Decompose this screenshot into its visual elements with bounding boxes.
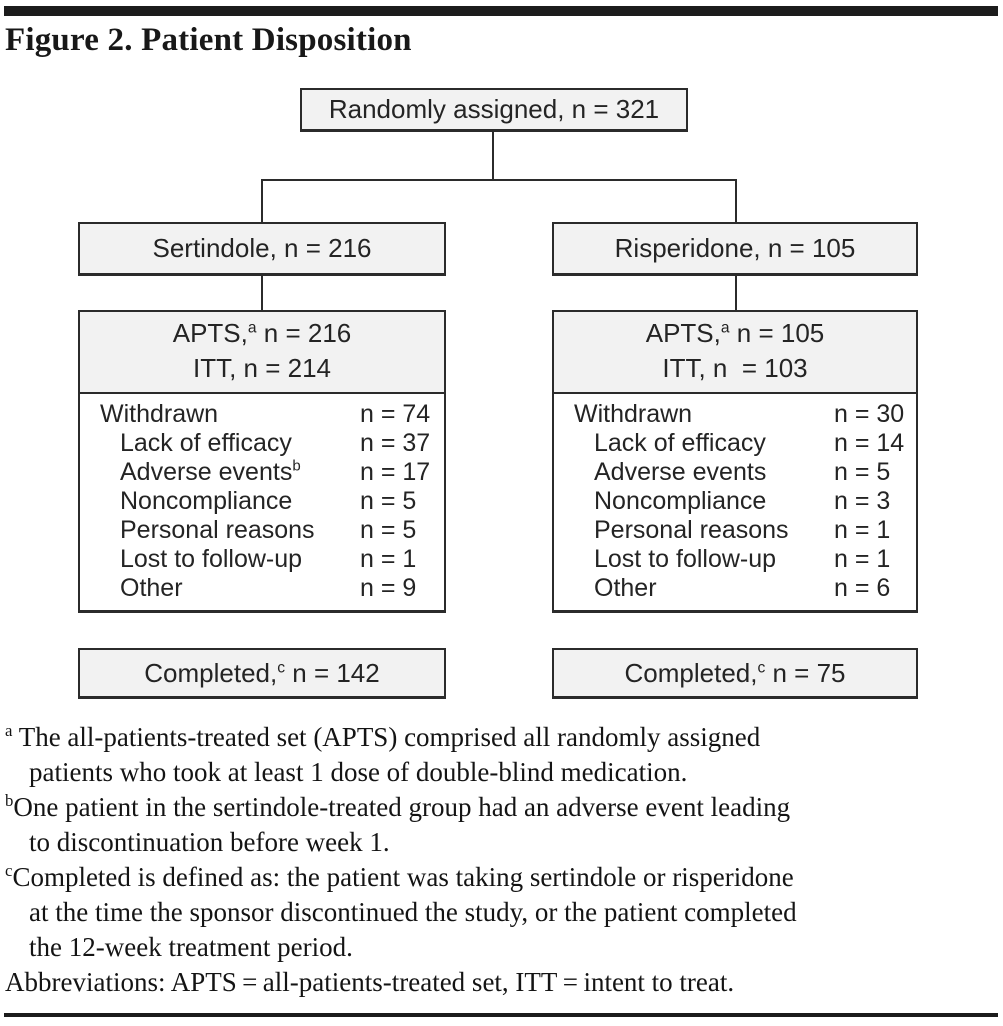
connector-branch-horizontal — [261, 179, 737, 181]
footnote-a: a The all-patients-treated set (APTS) co… — [5, 721, 761, 787]
sertindole-apts-line: APTS,a n = 216 — [172, 318, 352, 348]
top-rule — [4, 6, 998, 16]
node-completed-risperidone: Completed,c n = 75 — [552, 648, 918, 699]
node-risperidone-label: Risperidone, n = 105 — [614, 233, 856, 263]
reason-count: n = 6 — [834, 574, 891, 602]
sertindole-itt-line: ITT, n = 214 — [192, 353, 332, 383]
risperidone-itt-line: ITT, n = 103 — [662, 353, 808, 383]
footnote-b: bOne patient in the sertindole-treated g… — [5, 791, 791, 857]
connector-risperidone-apts — [735, 276, 737, 310]
sertindole-apts-itt-header: APTS,a n = 216 ITT, n = 214 — [80, 312, 444, 394]
reason-count: n = 5 — [360, 487, 417, 515]
connector-branch-left-vertical — [261, 180, 263, 222]
reason-count: n = 3 — [834, 487, 891, 515]
completed-risperidone-label: Completed,c n = 75 — [624, 657, 846, 688]
reason-count: n = 17 — [360, 458, 431, 486]
node-sertindole-label: Sertindole, n = 216 — [152, 233, 372, 263]
node-risperidone: Risperidone, n = 105 — [552, 222, 918, 276]
abbreviations-line: Abbreviations: APTS = all-patients-treat… — [5, 967, 735, 997]
connector-branch-right-vertical — [735, 180, 737, 222]
risperidone-apts-itt-header: APTS,a n = 105 ITT, n = 103 — [554, 312, 916, 394]
reason-count: n = 1 — [360, 545, 417, 573]
reason-count: n = 1 — [834, 545, 891, 573]
risperidone-apts-line: APTS,a n = 105 — [645, 318, 825, 348]
withdrawn-count: n = 30 — [834, 400, 905, 428]
reason-count: n = 5 — [360, 516, 417, 544]
node-randomly-assigned: Randomly assigned, n = 321 — [300, 88, 688, 132]
completed-sertindole-label: Completed,c n = 142 — [144, 657, 380, 688]
withdrawn-count: n = 74 — [360, 400, 431, 428]
bottom-rule — [4, 1013, 998, 1017]
connector-sertindole-apts — [261, 276, 263, 310]
reason-count: n = 37 — [360, 429, 431, 457]
reason-count: n = 1 — [834, 516, 891, 544]
connector-root-vertical — [492, 131, 494, 179]
footnote-c: cCompleted is defined as: the patient wa… — [5, 861, 797, 962]
node-sertindole: Sertindole, n = 216 — [78, 222, 446, 276]
figure-title: Figure 2. Patient Disposition — [5, 22, 412, 58]
node-randomly-assigned-label: Randomly assigned, n = 321 — [328, 94, 660, 124]
reason-count: n = 14 — [834, 429, 905, 457]
footnotes: a The all-patients-treated set (APTS) co… — [5, 720, 998, 1000]
reason-count: n = 9 — [360, 574, 417, 602]
reason-count: n = 5 — [834, 458, 891, 486]
node-completed-sertindole: Completed,c n = 142 — [78, 648, 446, 699]
